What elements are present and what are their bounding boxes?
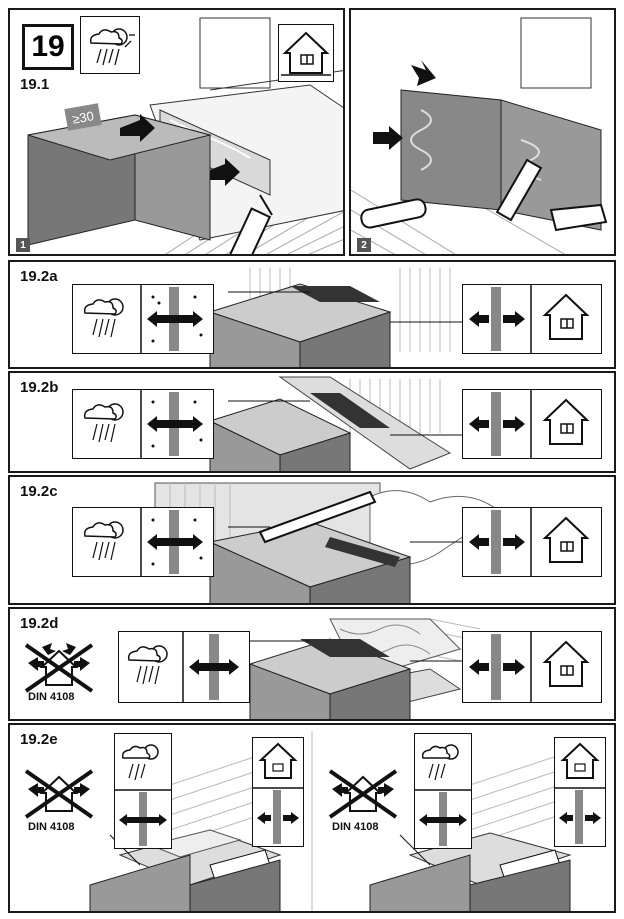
- step-19-1-illustration-2: [351, 17, 608, 254]
- vapor-and-house-icon: [469, 390, 590, 458]
- sub-step-label: 19.2b: [20, 379, 59, 396]
- interior-conditions-column-left: [252, 737, 304, 847]
- step-19-2d-illustration: [232, 618, 481, 719]
- frame-tag-2: 2: [357, 238, 371, 252]
- sub-step-label: 19.2d: [20, 615, 59, 632]
- panel-19-2a: 19.2a: [8, 260, 616, 369]
- sub-step-label: 19.2e: [20, 731, 58, 748]
- vapor-and-house-icon: [469, 285, 590, 353]
- sub-step-label: 19.2c: [20, 483, 58, 500]
- vapor-and-house-icon: [253, 742, 303, 844]
- weather-and-vapor-icon: [115, 744, 171, 846]
- norm-label: DIN 4108: [28, 691, 75, 703]
- vapor-and-house-icon: [555, 742, 605, 844]
- interior-conditions-box: [462, 389, 602, 459]
- sub-step-label: 19.2a: [20, 268, 58, 285]
- panel-19-2c: 19.2c: [8, 475, 616, 605]
- weather-and-vapor-icon: [415, 744, 471, 846]
- house-icon-box: [278, 24, 334, 82]
- step-19-2b-illustration: [208, 376, 465, 471]
- weather-and-vapor-icon: [127, 632, 239, 702]
- sub-step-label: 19.1: [20, 76, 50, 93]
- prohibited-icon: [24, 769, 94, 819]
- weather-and-vapor-icon: [83, 390, 203, 458]
- step-19-1-illustration-1: [27, 17, 343, 254]
- step-19-2e-illustration: [89, 731, 591, 911]
- step-number: 19: [22, 24, 74, 70]
- exterior-conditions-box: [72, 284, 214, 354]
- interior-conditions-box: [462, 631, 602, 703]
- interior-conditions-column-right: [554, 737, 606, 847]
- exterior-conditions-box: [72, 507, 214, 577]
- panel-19-2b: 19.2b: [8, 371, 616, 473]
- panel-19-1-right: 2: [349, 8, 616, 256]
- weather-icon: [89, 28, 135, 66]
- norm-label: DIN 4108: [332, 821, 379, 833]
- house-icon: [281, 31, 331, 76]
- exterior-conditions-box: [72, 389, 214, 459]
- frame-tag-1: 1: [16, 238, 30, 252]
- norm-label: DIN 4108: [28, 821, 75, 833]
- prohibited-icon-box-left: DIN 4108: [22, 767, 96, 841]
- prohibited-icon: [328, 769, 398, 819]
- vapor-and-house-icon: [469, 632, 590, 702]
- vapor-and-house-icon: [469, 508, 590, 576]
- exterior-conditions-box: [118, 631, 250, 703]
- interior-conditions-box: [462, 284, 602, 354]
- panel-19-2e: 19.2e DIN 4108: [8, 723, 616, 913]
- panel-19-1-left: 19 19.1 ≥30 1: [8, 8, 345, 256]
- weather-icon-box: [80, 16, 140, 74]
- interior-conditions-box: [462, 507, 602, 577]
- prohibited-icon-box: DIN 4108: [22, 641, 96, 705]
- step-19-2a-illustration: [208, 268, 465, 367]
- dimension-value: ≥30: [71, 107, 95, 127]
- weather-and-vapor-icon: [83, 285, 203, 353]
- exterior-conditions-column-left: [114, 733, 172, 849]
- exterior-conditions-column-right: [414, 733, 472, 849]
- weather-and-vapor-icon: [83, 508, 203, 576]
- panel-19-2d: 19.2d DIN 4108: [8, 607, 616, 721]
- prohibited-icon: [24, 643, 94, 693]
- prohibited-icon-box-right: DIN 4108: [326, 767, 400, 841]
